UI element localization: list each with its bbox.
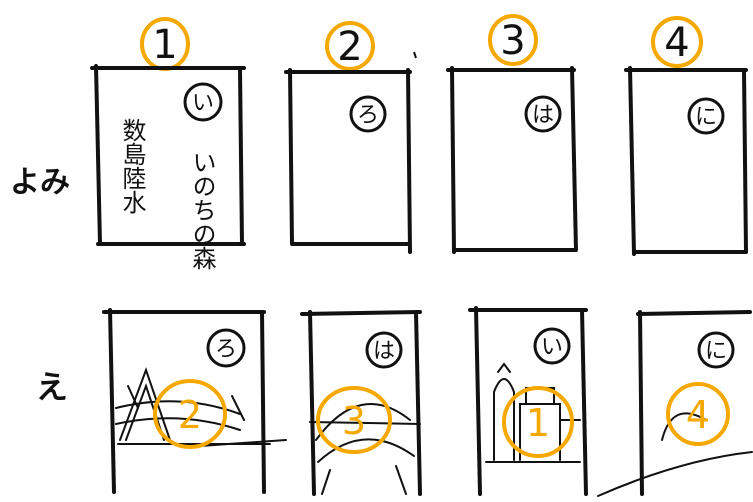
column-number-2: 2 <box>327 23 373 70</box>
stray-mark <box>414 52 416 58</box>
yomi-card-2-mark-text: ろ <box>357 103 379 128</box>
e-card-1-number-text: 2 <box>178 393 202 437</box>
yomi-card-1-text-right: いのちの森 <box>188 150 216 270</box>
yomi-card-4-mark: に <box>689 99 723 133</box>
yomi-card-3-mark: は <box>526 97 560 131</box>
column-number-3: 3 <box>490 16 536 64</box>
yomi-card-1 <box>92 66 244 244</box>
yomi-card-1-text-left: 数島陸水 <box>118 118 146 214</box>
yomi-card-3-mark-text: は <box>532 103 554 128</box>
e-card-4-mark-text: に <box>705 339 727 364</box>
column-number-4: 4 <box>653 18 701 66</box>
e-card-1-mark: ろ <box>208 330 244 366</box>
column-number-3-text: 3 <box>500 18 525 64</box>
e-card-2-mark: は <box>367 333 401 367</box>
row-label-e: え <box>36 368 68 406</box>
column-number-4-text: 4 <box>664 20 689 66</box>
yomi-card-1-mark-text: い <box>192 91 214 116</box>
column-number-2-text: 2 <box>337 24 362 70</box>
e-card-4-art <box>598 413 752 496</box>
e-card-3-mark-text: い <box>541 335 563 360</box>
column-number-1: 1 <box>142 19 188 69</box>
yomi-card-4 <box>626 68 746 254</box>
yomi-card-2-mark: ろ <box>351 97 385 131</box>
e-card-1-number: 2 <box>155 381 225 447</box>
column-number-1-text: 1 <box>152 22 177 68</box>
e-card-4-number-text: 4 <box>686 393 710 437</box>
e-card-2-number: 3 <box>318 388 390 452</box>
yomi-card-1-mark: い <box>185 84 221 120</box>
e-card-3-mark: い <box>535 329 569 363</box>
e-card-1-mark-text: ろ <box>215 337 237 362</box>
yomi-card-2 <box>286 70 410 252</box>
e-card-2-number-text: 3 <box>342 399 366 443</box>
e-card-3-number-text: 1 <box>526 401 550 445</box>
e-card-4-mark: に <box>699 333 733 367</box>
yomi-card-3 <box>448 68 576 252</box>
e-card-2-mark-text: は <box>373 339 395 364</box>
row-label-yomi: よみ <box>10 165 70 200</box>
yomi-card-4-mark-text: に <box>695 105 717 130</box>
e-card-4-number: 4 <box>668 384 728 444</box>
